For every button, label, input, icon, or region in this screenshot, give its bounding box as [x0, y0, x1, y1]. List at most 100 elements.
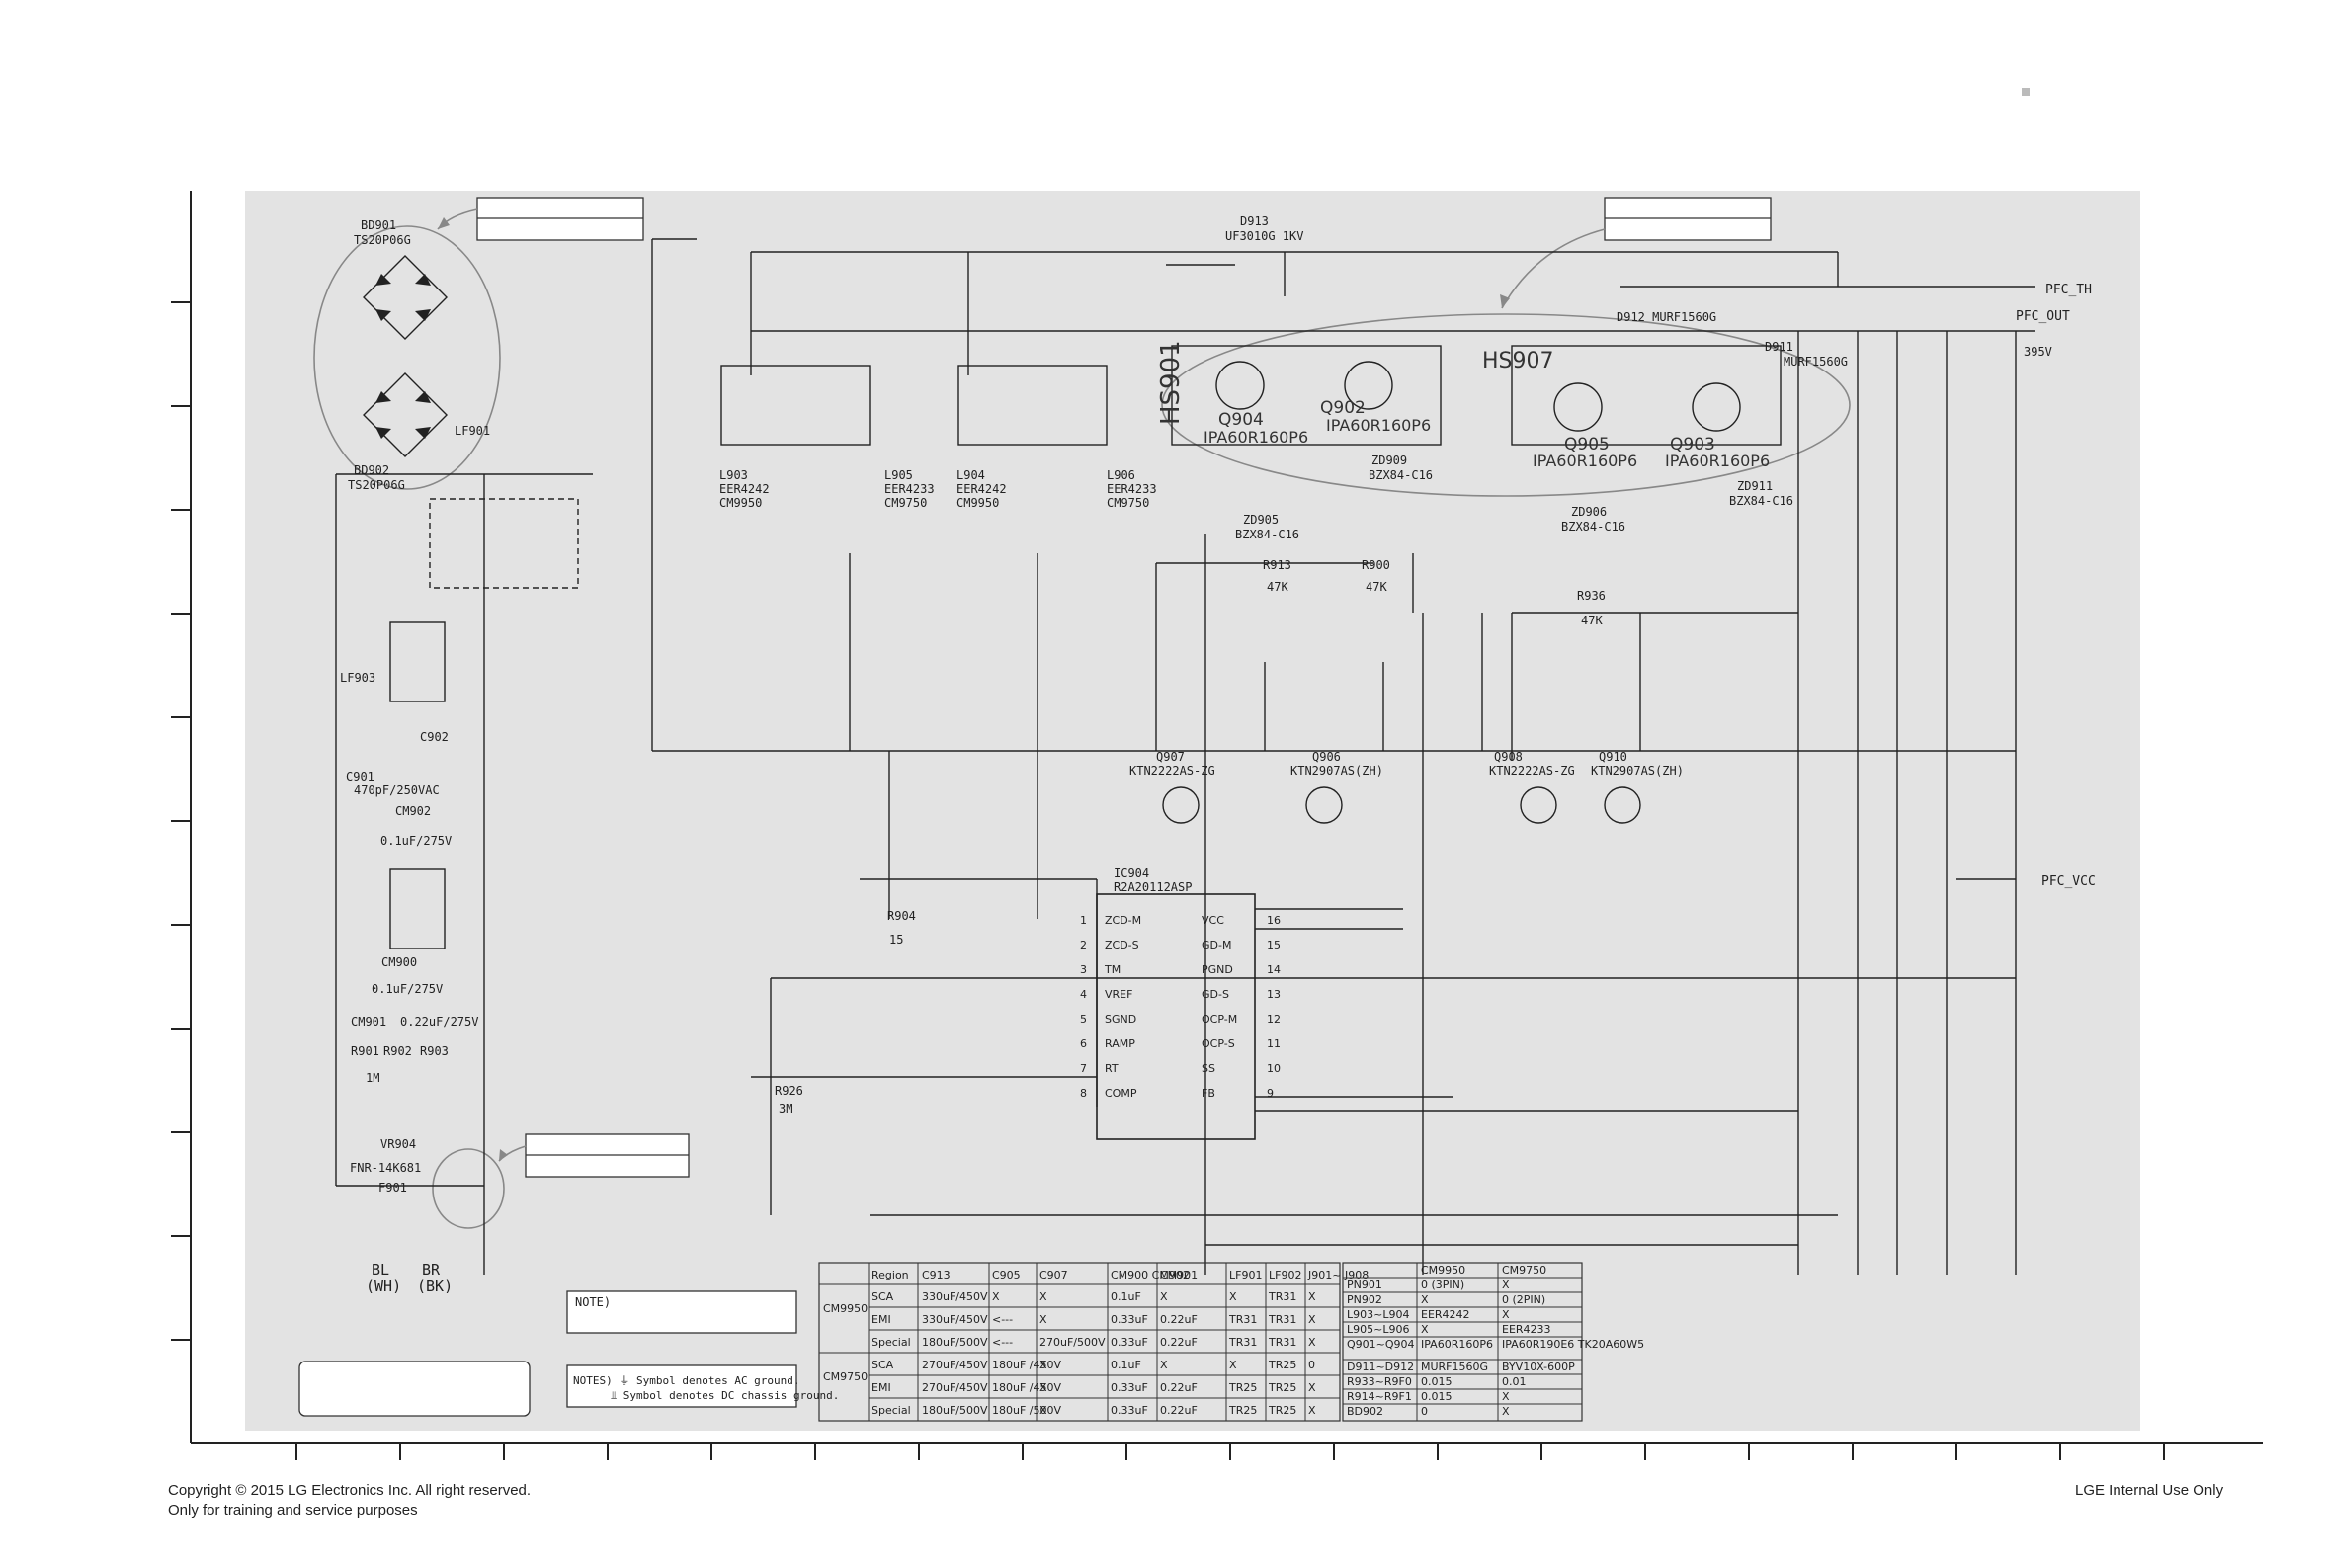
vr904-label: VR904 — [380, 1137, 416, 1151]
br-color: (BK) — [417, 1278, 453, 1295]
mosfets — [1162, 345, 1782, 824]
table-header: J901~ J908 — [1307, 1269, 1369, 1281]
table-cell: 180uF/500V — [922, 1336, 988, 1349]
table-cell: 330uF/450V — [922, 1313, 988, 1326]
inductors — [389, 365, 1108, 949]
ic-pin-name: ZCD-S — [1105, 939, 1139, 951]
d911-label: D911 — [1765, 340, 1793, 354]
r936-value: 47K — [1581, 614, 1603, 627]
table-header: C913 — [922, 1269, 951, 1281]
table-cell: TR31 — [1268, 1313, 1296, 1326]
table-cell: 180uF/500V — [922, 1404, 988, 1417]
d913-part: UF3010G 1KV — [1225, 229, 1303, 243]
table-cell: 0.1uF — [1111, 1290, 1141, 1303]
table-cell: PN901 — [1347, 1279, 1382, 1291]
ic-pin-number: 2 — [1080, 939, 1087, 951]
ic-pin-number: 6 — [1080, 1037, 1087, 1050]
l906-core: EER4233 — [1107, 482, 1157, 496]
table-cell: 180uF /500V — [992, 1404, 1061, 1417]
q908-label: Q908 — [1494, 750, 1523, 764]
q903-label: Q903 — [1670, 435, 1715, 454]
zd911-part: BZX84-C16 — [1729, 494, 1793, 508]
table-cell: 0.22uF — [1160, 1313, 1198, 1326]
highlight-ellipses — [313, 208, 1851, 1229]
bl-color: (WH) — [366, 1278, 401, 1295]
table-cell: 270uF/500V — [1039, 1336, 1106, 1349]
ic-pin-number: 7 — [1080, 1062, 1087, 1075]
q905-label: Q905 — [1564, 435, 1610, 454]
l906-part: CM9750 — [1107, 496, 1149, 510]
r902-label: R902 — [383, 1044, 412, 1058]
table-cell: TR25 — [1268, 1381, 1296, 1394]
ic-pin-name: GD-S — [1202, 988, 1229, 1001]
ic-pin-number: 10 — [1267, 1062, 1281, 1075]
table-cell: 0 — [1421, 1405, 1428, 1418]
table-cell: X — [1308, 1313, 1316, 1326]
ic-pin-name: VCC — [1202, 914, 1224, 927]
table-cell: X — [1039, 1381, 1047, 1394]
table-cell: TR31 — [1228, 1336, 1257, 1349]
table-cell: EER4242 — [1421, 1308, 1470, 1321]
ic-pin-name: VREF — [1105, 988, 1132, 1001]
ic-pin-name: RAMP — [1105, 1037, 1135, 1050]
table-cell: BD902 — [1347, 1405, 1383, 1418]
bridge-rectifiers — [363, 255, 448, 457]
table-cell: <--- — [992, 1336, 1013, 1349]
table-cell: PN902 — [1347, 1293, 1382, 1306]
ic-pin-number: 3 — [1080, 963, 1087, 976]
ic-pin-name: RT — [1105, 1062, 1119, 1075]
table-cell: IPA60R160P6 — [1421, 1338, 1493, 1351]
table-cell: X — [1160, 1359, 1168, 1371]
ic-pin-number: 8 — [1080, 1087, 1087, 1100]
l903-core: EER4242 — [719, 482, 770, 496]
table-cell: IPA60R190E6 TK20A60W5 — [1502, 1338, 1644, 1351]
q902-label: Q902 — [1320, 398, 1366, 418]
r913-value: 47K — [1267, 580, 1288, 594]
table-cell: X — [1229, 1290, 1237, 1303]
ic-pin-name: OCP-M — [1202, 1013, 1237, 1026]
bd901-part: TS20P06G — [354, 233, 411, 247]
ic-pin-number: 14 — [1267, 963, 1281, 976]
schematic-wiring — [335, 238, 2035, 1275]
table-cell: 0.22uF — [1160, 1404, 1198, 1417]
cm901-label: CM901 — [351, 1015, 386, 1029]
l903-label: L903 — [719, 468, 748, 482]
hs907-label: HS907 — [1482, 349, 1554, 373]
table-cell: X — [1308, 1290, 1316, 1303]
r904-value: 15 — [889, 933, 903, 947]
zd905-part: BZX84-C16 — [1235, 528, 1299, 541]
r936-label: R936 — [1577, 589, 1606, 603]
table-header: C905 — [992, 1269, 1021, 1281]
table-cell: 180uF /450V — [992, 1359, 1061, 1371]
cm902-value: 0.1uF/275V — [380, 834, 452, 848]
ic-pin-number: 9 — [1267, 1087, 1274, 1100]
table-cell: 0.015 — [1421, 1390, 1453, 1403]
l905-part: CM9750 — [884, 496, 927, 510]
q904-part: IPA60R160P6 — [1204, 428, 1308, 447]
table-cell: 330uF/450V — [922, 1290, 988, 1303]
ic-pin-number: 13 — [1267, 988, 1281, 1001]
table-cell: TR31 — [1228, 1313, 1257, 1326]
l905-label: L905 — [884, 468, 913, 482]
table-cell: TR25 — [1228, 1404, 1257, 1417]
q910-label: Q910 — [1599, 750, 1627, 764]
r926-value: 3M — [779, 1102, 792, 1115]
table-model: CM9750 — [823, 1370, 868, 1383]
table-cell: X — [1039, 1404, 1047, 1417]
q904-label: Q904 — [1218, 410, 1264, 430]
ic904-label: IC904 — [1114, 867, 1149, 880]
ic-pin-name: GD-M — [1202, 939, 1231, 951]
ic-pin-name: COMP — [1105, 1087, 1137, 1100]
table-cell: X — [1308, 1336, 1316, 1349]
lf903-label: LF903 — [340, 671, 375, 685]
cm902-label: CM902 — [395, 804, 431, 818]
table-header: CM901 — [1160, 1269, 1198, 1281]
ic-pin-name: SGND — [1105, 1013, 1136, 1026]
table-region: EMI — [872, 1381, 891, 1394]
table-cell: Q901~Q904 — [1347, 1338, 1415, 1351]
ic-pin-number: 12 — [1267, 1013, 1281, 1026]
table-cell: BYV10X-600P — [1502, 1361, 1575, 1373]
